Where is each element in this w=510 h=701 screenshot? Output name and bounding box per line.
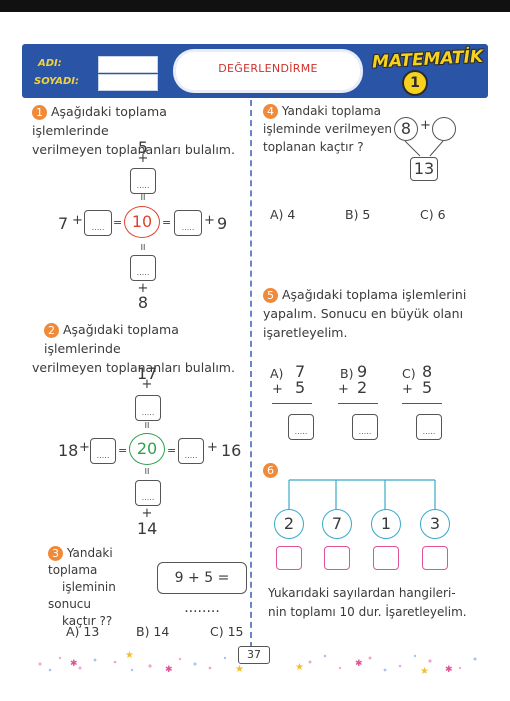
svg-text:✱: ✱ (70, 659, 78, 669)
svg-text:✱: ✱ (165, 665, 173, 675)
q3-text: 3 Yandaki toplama işleminin sonucu kaçtı… (48, 546, 116, 628)
q1-number: 1 (32, 105, 47, 120)
q1-right: 9 (217, 214, 228, 233)
q4-blank[interactable] (432, 117, 456, 141)
q2-left: 18 (58, 441, 79, 460)
q1-top: 5 (137, 138, 149, 157)
q2-center: 20 (129, 433, 165, 465)
title-cloud (176, 52, 360, 90)
surname-field[interactable] (98, 74, 158, 91)
q1-blank-left[interactable]: ..... (84, 210, 112, 236)
q1-blank-bottom[interactable]: ..... (130, 255, 156, 281)
q5-c-answer[interactable]: ..... (416, 414, 442, 440)
q1-left: 7 (58, 214, 69, 233)
page-title: DEĞERLENDİRME (218, 62, 318, 75)
q4-text: 4 Yandaki toplama işleminde verilmeyen t… (263, 104, 392, 154)
q4-given: 8 (394, 117, 418, 141)
q2-blank-left[interactable]: ..... (90, 438, 116, 464)
q2-blank-right[interactable]: ..... (178, 438, 204, 464)
grade-badge: 1 (402, 70, 428, 96)
q2-text: 2 Aşağıdaki toplama işlemlerinde verilme… (32, 322, 235, 375)
q4-option-a[interactable]: A) 4 (270, 207, 296, 222)
q6-number: 6 (263, 463, 278, 478)
q6-mark-3[interactable] (373, 546, 399, 570)
q5-number: 5 (263, 288, 278, 303)
q6-mark-2[interactable] (324, 546, 350, 570)
q2-blank-bottom[interactable]: ..... (135, 480, 161, 506)
q5-b-bottom: 2 (357, 378, 368, 397)
q1-center: 10 (124, 206, 160, 238)
svg-text:★: ★ (295, 662, 304, 673)
q5-b-top: 9 (357, 362, 368, 381)
q6-mark-4[interactable] (422, 546, 448, 570)
svg-text:★: ★ (420, 666, 429, 677)
footer-decoration: ✱ ✱ ✱ ✱ ★ ★ ★ ★ (38, 650, 477, 677)
column-divider (250, 100, 252, 648)
q6-label: 6 (263, 459, 278, 478)
svg-text:✱: ✱ (445, 665, 453, 675)
q4-option-b[interactable]: B) 5 (345, 207, 371, 222)
q6-number-2[interactable]: 7 (322, 509, 352, 539)
svg-text:★: ★ (125, 650, 134, 661)
q4-number: 4 (263, 104, 278, 119)
svg-text:✱: ✱ (355, 659, 363, 669)
q2-blank-top[interactable]: ..... (135, 395, 161, 421)
q1-text: 1 Aşağıdaki toplama işlemlerinde verilme… (32, 104, 235, 157)
q6-number-4[interactable]: 3 (420, 509, 450, 539)
q1-blank-right[interactable]: ..... (174, 210, 202, 236)
q3-option-b[interactable]: B) 14 (136, 624, 170, 639)
q5-text: 5 Aşağıdaki toplama işlemlerini yapalım.… (263, 287, 467, 340)
q3-number: 3 (48, 546, 63, 561)
q3-expression: 9 + 5 = ........ (157, 562, 247, 616)
q4-option-c[interactable]: C) 6 (420, 207, 446, 222)
q2-bottom: 14 (137, 519, 158, 538)
q1-blank-top[interactable]: ..... (130, 168, 156, 194)
q4-arrows (404, 140, 444, 157)
q3-option-a[interactable]: A) 13 (66, 624, 100, 639)
q6-connector (288, 479, 436, 510)
q6-text: Yukarıdaki sayılardan hangileri- nin top… (268, 586, 467, 619)
q5-a-bottom: 5 (295, 378, 306, 397)
q5-a-top: 7 (295, 362, 306, 381)
q2-number: 2 (44, 323, 59, 338)
q3-option-c[interactable]: C) 15 (210, 624, 244, 639)
surname-label: SOYADI: (34, 76, 80, 87)
page-number: 37 (238, 646, 270, 664)
top-border (0, 0, 510, 12)
q2-top: 17 (137, 364, 158, 383)
svg-text:★: ★ (235, 664, 244, 675)
q5-c-top: 8 (422, 362, 433, 381)
q5-c-bottom: 5 (422, 378, 433, 397)
q6-number-3[interactable]: 1 (371, 509, 401, 539)
q5-b-answer[interactable]: ..... (352, 414, 378, 440)
name-label: ADI: (38, 58, 62, 69)
q6-number-1[interactable]: 2 (274, 509, 304, 539)
name-field[interactable] (98, 56, 158, 73)
q5-a-answer[interactable]: ..... (288, 414, 314, 440)
q4-result: 13 (410, 157, 438, 181)
q2-right: 16 (221, 441, 242, 460)
q6-mark-1[interactable] (276, 546, 302, 570)
q1-bottom: 8 (137, 293, 149, 312)
